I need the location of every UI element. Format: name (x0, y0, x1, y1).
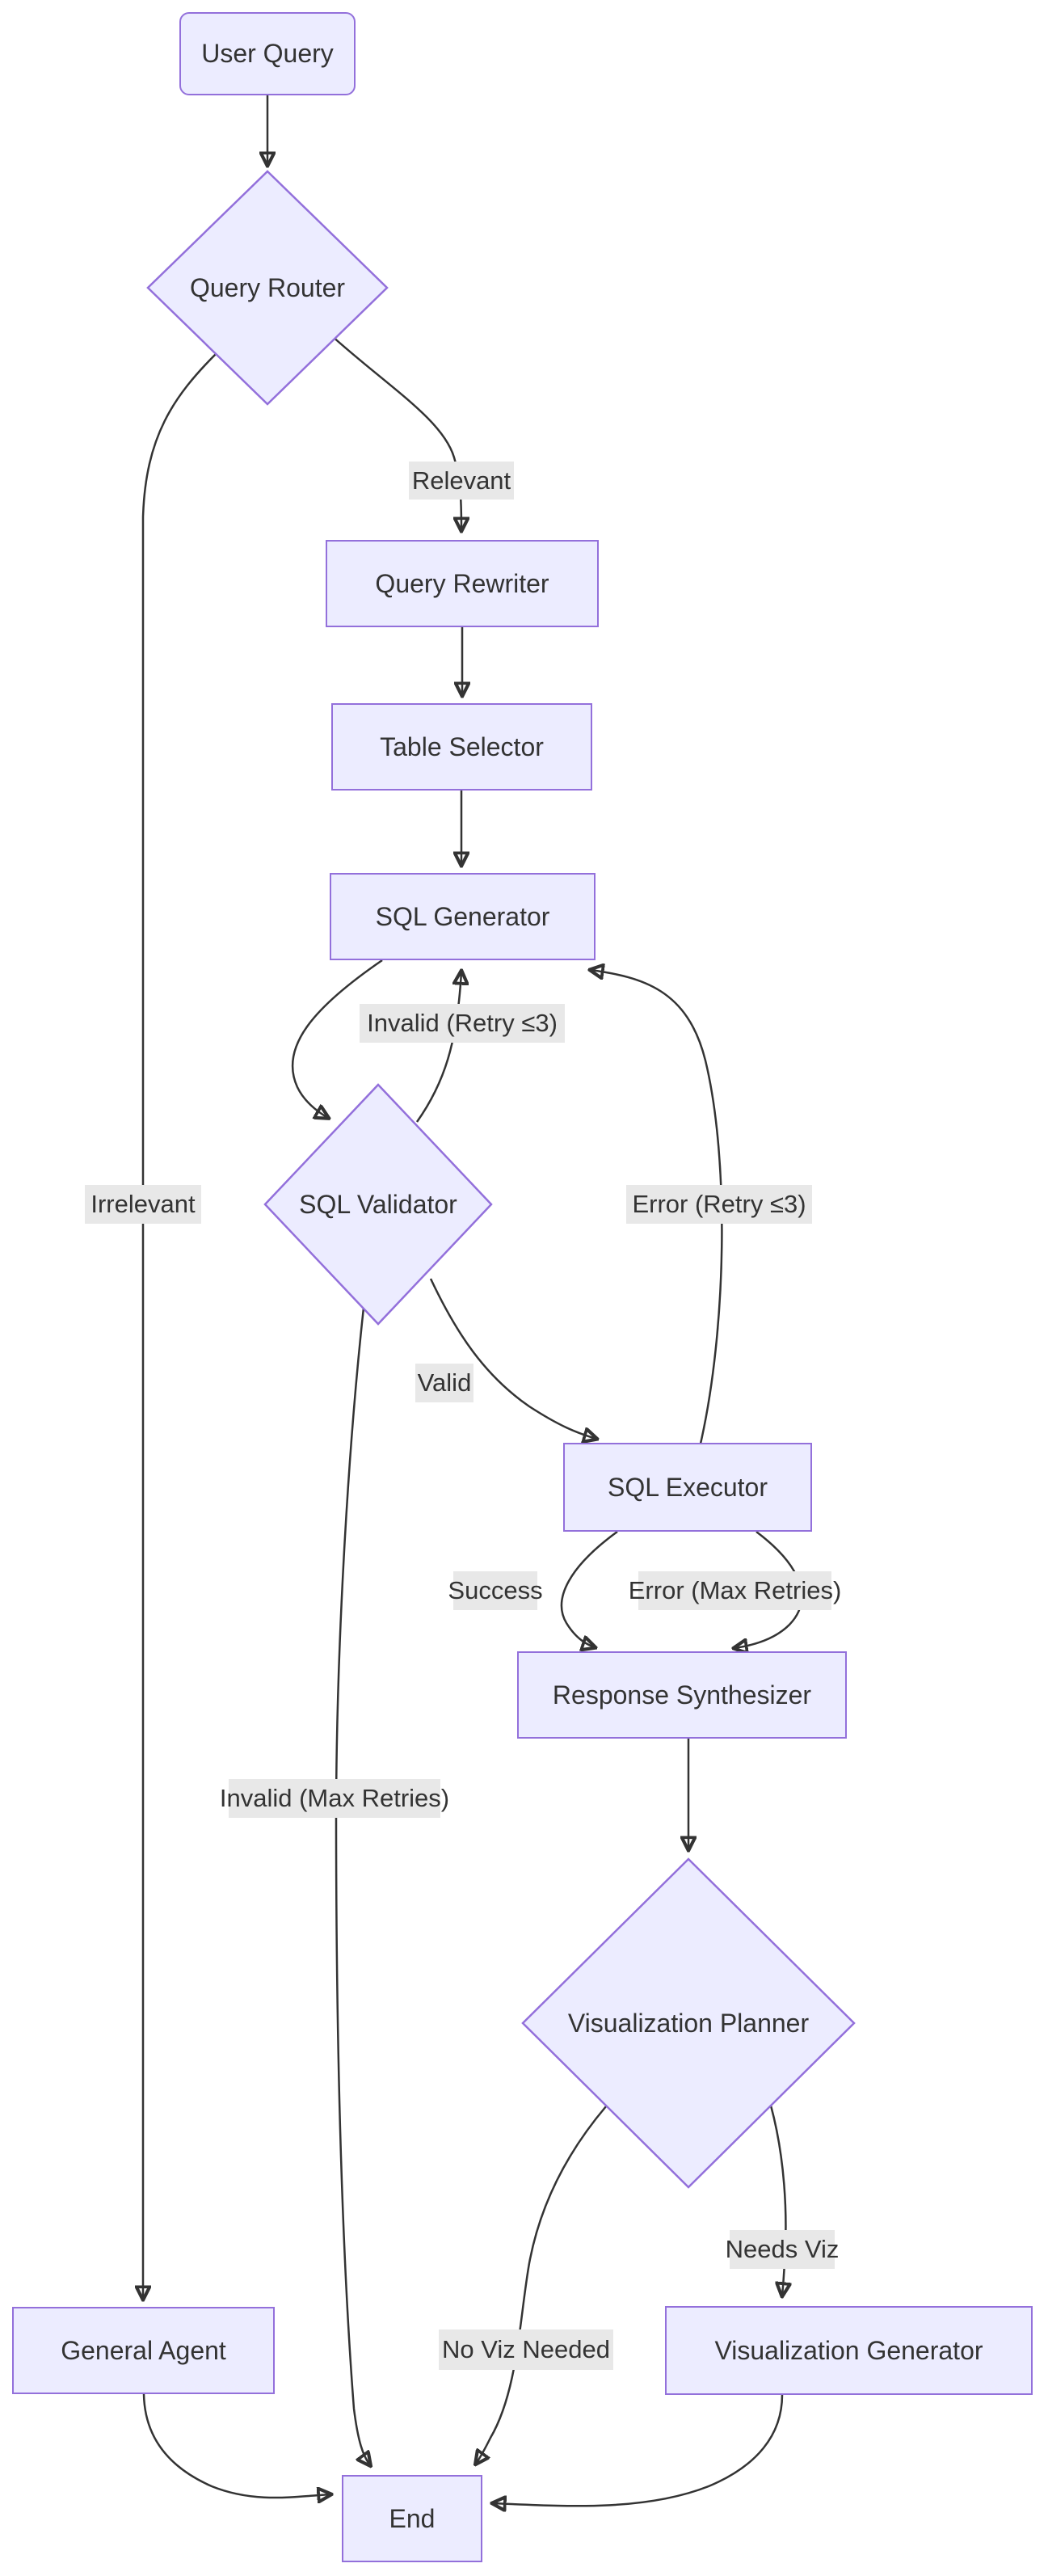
edge-label-no-viz: No Viz Needed (439, 2329, 613, 2370)
edge-sql-validator-to-sql-executor (429, 1278, 596, 1439)
node-query-router-label: Query Router (189, 272, 346, 302)
edge-sql-generator-to-sql-validator (291, 959, 383, 1118)
node-sql-generator: SQL Generator (330, 873, 596, 960)
node-visualization-planner: Visualization Planner (521, 1857, 856, 2189)
node-user-query: User Query (179, 12, 356, 95)
node-query-router: Query Router (146, 170, 389, 406)
node-sql-executor: SQL Executor (563, 1443, 812, 1532)
node-general-agent-label: General Agent (61, 2335, 226, 2365)
node-visualization-generator: Visualization Generator (665, 2306, 1033, 2395)
node-end: End (342, 2475, 482, 2562)
edge-label-invalid-retry: Invalid (Retry ≤3) (360, 1004, 565, 1043)
edge-label-irrelevant: Irrelevant (85, 1185, 201, 1224)
edge-sql-executor-to-response-synthesizer-error (734, 1531, 803, 1648)
edge-visualization-planner-to-end (476, 2106, 607, 2464)
edge-sql-executor-to-response-synthesizer-success (560, 1530, 618, 1647)
edge-label-error-max: Error (Max Retries) (629, 1571, 841, 1610)
edge-query-router-to-general-agent (143, 352, 217, 2299)
edge-label-needs-viz: Needs Viz (726, 2230, 839, 2269)
node-sql-generator-label: SQL Generator (375, 901, 550, 931)
node-sql-validator-label: SQL Validator (299, 1189, 457, 1219)
visualization-planner-diamond-shape (521, 1857, 856, 2189)
edge-general-agent-to-end (142, 2393, 330, 2498)
node-sql-validator: SQL Validator (263, 1083, 493, 1326)
node-table-selector: Table Selector (331, 703, 592, 791)
node-user-query-label: User Query (201, 39, 334, 68)
node-query-rewriter-label: Query Rewriter (375, 568, 549, 598)
node-response-synthesizer-label: Response Synthesizer (552, 1680, 812, 1710)
node-end-label: End (389, 2503, 436, 2533)
edge-sql-executor-to-sql-generator (591, 970, 723, 1444)
edge-label-relevant: Relevant (409, 462, 514, 500)
edge-label-valid: Valid (415, 1364, 473, 1402)
query-router-diamond-shape (146, 170, 389, 406)
node-general-agent: General Agent (12, 2307, 275, 2394)
node-sql-executor-label: SQL Executor (607, 1472, 768, 1502)
edge-label-invalid-max: Invalid (Max Retries) (220, 1779, 449, 1818)
edge-label-success: Success (448, 1571, 543, 1610)
node-response-synthesizer: Response Synthesizer (517, 1651, 847, 1739)
node-visualization-generator-label: Visualization Generator (714, 2335, 983, 2365)
sql-validator-diamond-shape (263, 1083, 493, 1326)
node-visualization-planner-label: Visualization Planner (567, 2008, 810, 2038)
edge-label-error-retry: Error (Retry ≤3) (626, 1185, 812, 1224)
edge-visualization-generator-to-end (493, 2394, 784, 2506)
node-query-rewriter: Query Rewriter (326, 540, 599, 627)
edge-sql-validator-to-end (335, 1307, 370, 2465)
edge-sql-validator-to-sql-generator (415, 972, 461, 1123)
node-table-selector-label: Table Selector (380, 731, 544, 761)
